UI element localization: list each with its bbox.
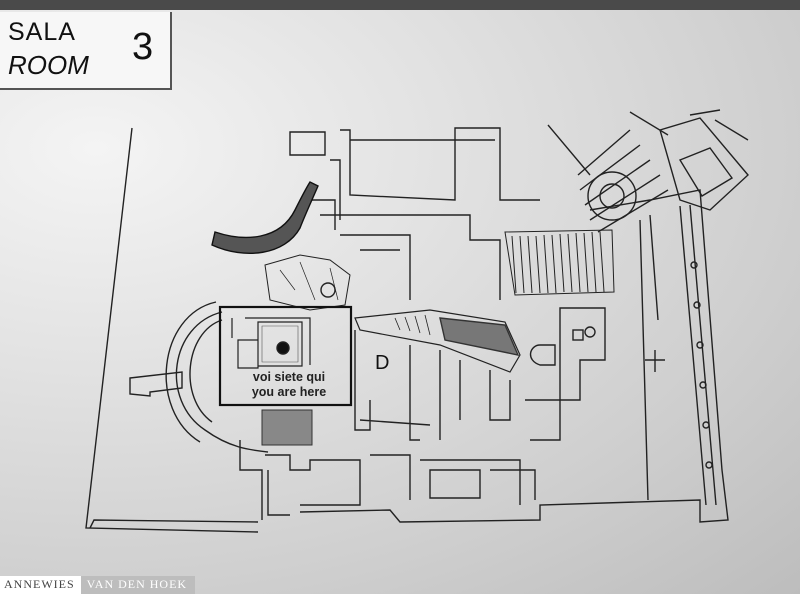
room-label-italian: SALA [8, 18, 76, 46]
south-rooms [265, 454, 536, 506]
curved-wall-fragment [211, 181, 319, 255]
perimeter-wall-east [299, 189, 729, 523]
current-room-circle [276, 341, 290, 355]
ne-tower-block [659, 117, 749, 211]
nw-ruins-detail [279, 261, 339, 301]
room-number: 3 [132, 26, 154, 68]
credit-last-name: VAN DEN HOEK [80, 576, 196, 594]
west-entrance [129, 371, 183, 397]
credit-first-name: ANNEWIES [0, 576, 81, 594]
perimeter-wall [85, 127, 259, 533]
you-are-here-box [218, 305, 353, 407]
striped-hall [504, 229, 615, 296]
photo-credit: ANNEWIES VAN DEN HOEK [0, 576, 196, 594]
nw-round-feature [320, 282, 336, 298]
west-apse [165, 301, 269, 453]
ne-stair-fan [577, 129, 669, 233]
nw-ruins [264, 254, 351, 311]
east-room [559, 307, 606, 401]
sector-d-walls [354, 330, 511, 441]
frame-edge [0, 0, 800, 10]
room-label-card: SALA ROOM 3 [0, 12, 172, 90]
current-room-floor [261, 325, 299, 363]
ne-tower-round [599, 183, 625, 209]
east-colonnade [679, 204, 717, 506]
mosaic-corridor [354, 309, 521, 373]
mosaic-fill [439, 317, 520, 356]
east-room-circle [584, 326, 596, 338]
north-block [340, 127, 540, 201]
you-are-here-english: you are here [251, 385, 327, 399]
central-walls [320, 214, 501, 300]
south-west-rooms [239, 440, 290, 520]
you-are-here-italian: voi siete qui [252, 370, 326, 384]
east-cross-marker [645, 350, 665, 372]
ne-tower-outer [587, 171, 637, 221]
east-long-wall [639, 214, 659, 501]
colonnade-columns [690, 261, 713, 469]
east-room-square [572, 329, 584, 341]
corridor-hatching [394, 314, 431, 336]
you-are-here-label: voi siete qui you are here [232, 370, 346, 400]
ne-diagonal-walls [547, 109, 749, 176]
zone-letter-d: D [375, 352, 390, 374]
current-room-walls [231, 317, 311, 369]
east-courtyard [525, 344, 561, 441]
room-label-english: ROOM [8, 50, 89, 80]
current-room-mosaic [261, 409, 313, 446]
